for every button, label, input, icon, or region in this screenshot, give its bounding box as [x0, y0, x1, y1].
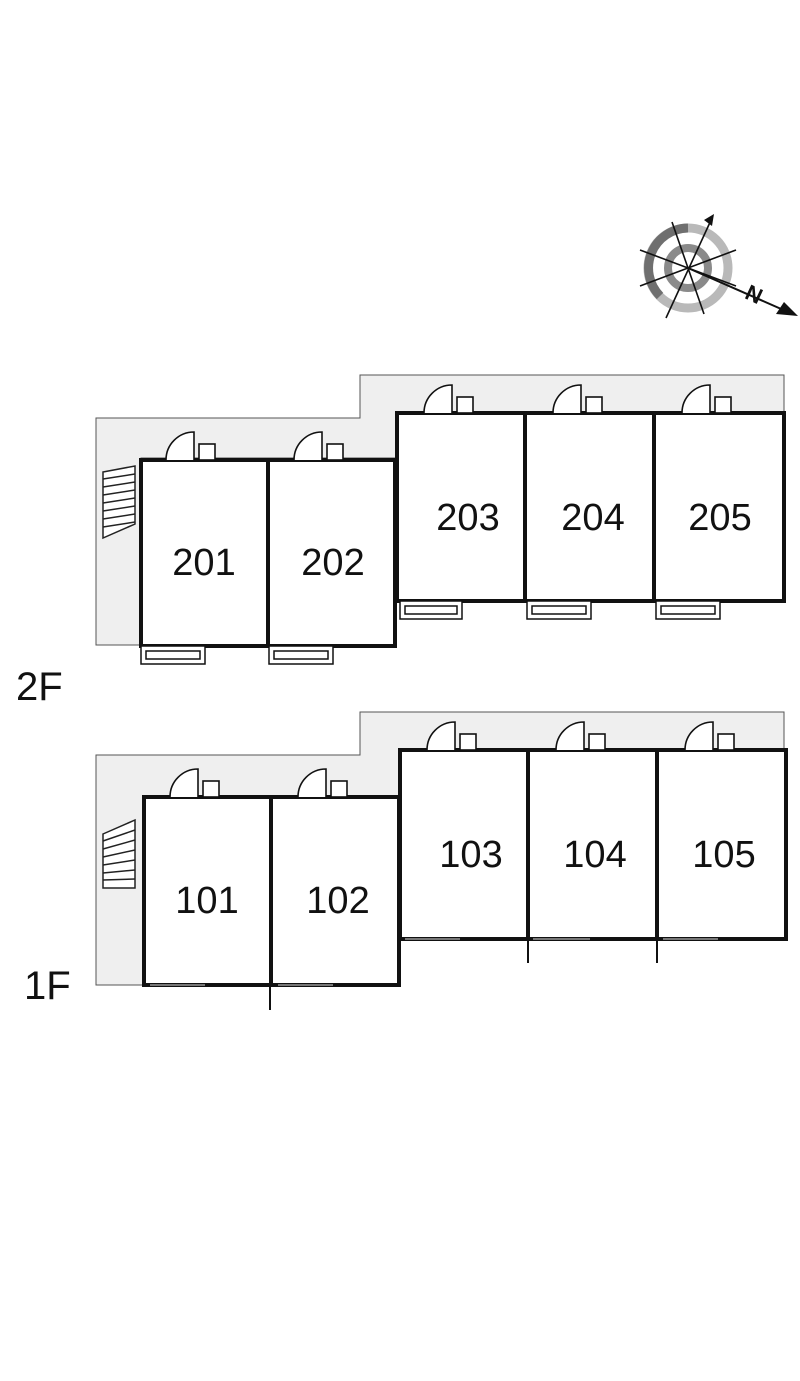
room-number-101: 101 [175, 880, 238, 922]
door-icon [426, 721, 477, 751]
door-icon [169, 768, 220, 798]
door-icon [684, 721, 735, 751]
compass-icon: N [639, 214, 798, 319]
room-number-104: 104 [563, 834, 626, 876]
room-105[interactable]: 105 [655, 721, 788, 941]
room-202[interactable]: 202 [266, 431, 397, 665]
room-104[interactable]: 104 [526, 721, 659, 941]
room-203[interactable]: 203 [395, 384, 527, 620]
room-103[interactable]: 103 [398, 721, 530, 941]
staircase-2f [102, 465, 136, 540]
floor-label-1f: 1F [24, 964, 71, 1008]
door-icon [552, 384, 603, 414]
floor-label-2f: 2F [16, 665, 63, 709]
partition-lines [269, 939, 658, 1010]
door-icon [681, 384, 732, 414]
balcony [268, 645, 334, 665]
compass-north-label: N [741, 280, 766, 309]
door-icon [555, 721, 606, 751]
room-101[interactable]: 101 [142, 768, 273, 987]
room-number-105: 105 [692, 834, 755, 876]
room-number-204: 204 [561, 497, 624, 539]
room-204[interactable]: 204 [523, 384, 656, 620]
room-number-205: 205 [688, 497, 751, 539]
room-number-103: 103 [439, 834, 502, 876]
door-icon [293, 431, 344, 461]
room-number-203: 203 [436, 497, 499, 539]
door-icon [165, 431, 216, 461]
room-201[interactable]: 201 [139, 431, 270, 665]
room-102[interactable]: 102 [269, 768, 401, 987]
floor-2f-plan: 201 202 203 [16, 374, 786, 709]
balcony [526, 600, 592, 620]
room-number-201: 201 [172, 542, 235, 584]
balcony [140, 645, 206, 665]
balcony [399, 600, 463, 620]
balcony [655, 600, 721, 620]
door-icon [297, 768, 348, 798]
door-icon [423, 384, 474, 414]
staircase-1f [102, 818, 136, 889]
room-205[interactable]: 205 [652, 384, 786, 620]
room-number-202: 202 [301, 542, 364, 584]
floor-1f-plan: 101 102 103 [24, 711, 788, 1010]
room-number-102: 102 [306, 880, 369, 922]
